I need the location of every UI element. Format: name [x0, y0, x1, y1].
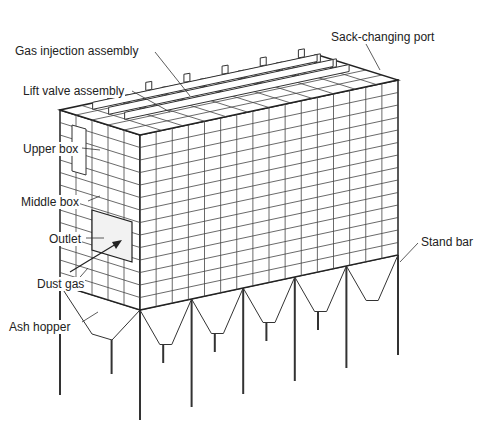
stroke: [60, 173, 140, 198]
part-label: Middle box: [20, 195, 80, 209]
part-label: Stand bar: [420, 235, 474, 249]
stroke: [92, 65, 350, 120]
stroke: [140, 143, 398, 198]
part-label: Gas injection assembly: [14, 44, 139, 58]
part: [93, 55, 317, 110]
stroke: [345, 266, 347, 368]
outlet-opening: [92, 210, 132, 262]
stroke: [59, 285, 61, 395]
part: [184, 73, 190, 82]
stroke: [294, 277, 296, 381]
stroke: [397, 255, 399, 355]
stroke: [242, 288, 244, 394]
stroke: [140, 168, 398, 223]
stroke: [140, 205, 398, 260]
stroke: [140, 118, 398, 173]
leader-lines: [74, 44, 418, 322]
stroke: [140, 130, 398, 185]
stroke: [139, 310, 141, 420]
part: [260, 57, 266, 66]
part: [109, 60, 333, 115]
gas-arrow: [70, 244, 116, 272]
gas-arrow-head: [112, 240, 122, 249]
part-label: Ash hopper: [8, 320, 71, 334]
stroke: [140, 193, 398, 248]
stroke: [140, 243, 398, 298]
part: [298, 49, 304, 58]
gas-injection-rows: [93, 49, 349, 120]
stroke: [140, 230, 398, 285]
stroke: [140, 218, 398, 273]
part-label: Sack-changing port: [330, 30, 435, 44]
stroke: [140, 155, 398, 210]
part-label: Upper box: [22, 142, 79, 156]
part: [222, 65, 228, 74]
stroke: [140, 180, 398, 235]
stroke: [191, 299, 193, 407]
part-label: Outlet: [48, 232, 82, 246]
part-label: Lift valve assembly: [22, 84, 125, 98]
part: [146, 81, 152, 90]
part-label: Dust gas: [36, 277, 85, 291]
